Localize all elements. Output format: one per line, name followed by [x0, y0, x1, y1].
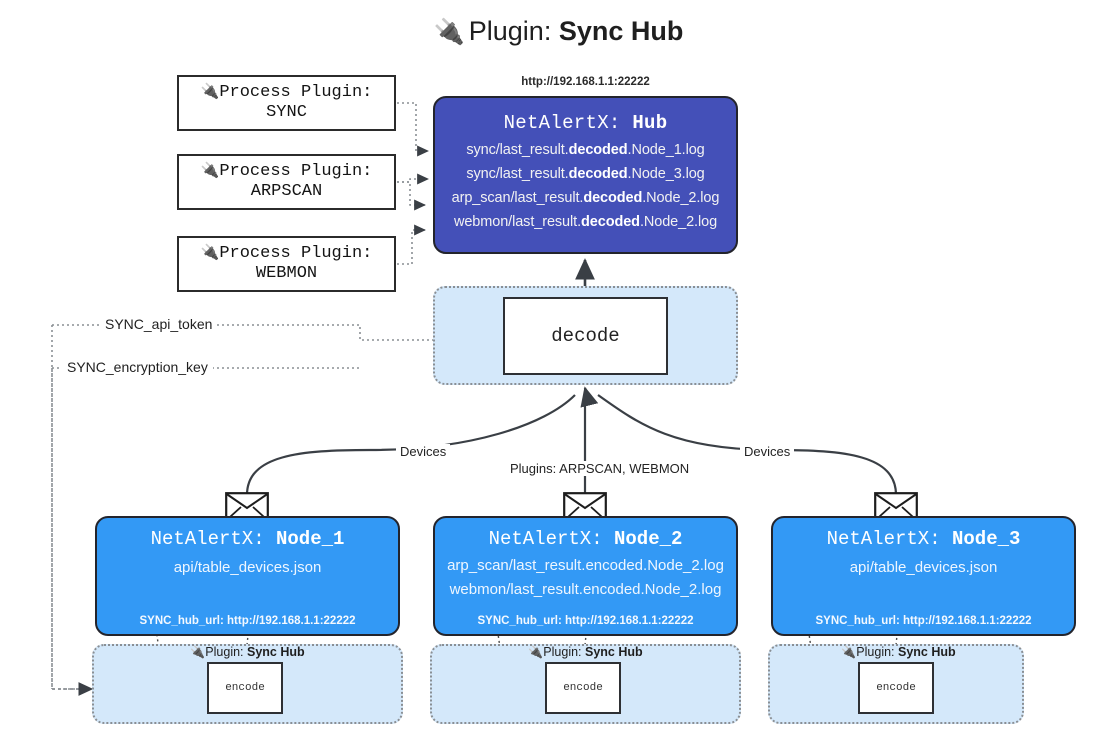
- edge-label-devices-left: Devices: [396, 444, 451, 459]
- key-label-api-token: SYNC_api_token: [100, 316, 218, 332]
- encode-plugin-label-3: 🔌Plugin: Sync Hub: [841, 645, 956, 659]
- process-plugin-sync[interactable]: 🔌Process Plugin: SYNC: [177, 75, 396, 131]
- edge-label-devices-right: Devices: [740, 444, 795, 459]
- page-title-prefix: Plugin:: [468, 16, 559, 46]
- hub-log-line: arp_scan/last_result.decoded.Node_2.log: [451, 190, 720, 206]
- hub-log-line: sync/last_result.decoded.Node_3.log: [466, 166, 705, 182]
- plug-icon: 🔌: [200, 160, 220, 179]
- encode-box-node-2[interactable]: encode: [545, 662, 621, 714]
- node-hub-url: SYNC_hub_url: http://192.168.1.1:22222: [139, 615, 356, 627]
- page-title-name: Sync Hub: [558, 16, 684, 46]
- plug-icon: 🔌: [841, 645, 857, 659]
- node-title: NetAlertX: Node_1: [150, 528, 345, 550]
- hub-log-line: webmon/last_result.decoded.Node_2.log: [453, 214, 718, 230]
- process-plugin-label: Process Plugin:: [219, 243, 373, 263]
- key-label-encryption-key: SYNC_encryption_key: [62, 359, 213, 375]
- node-title: NetAlertX: Node_3: [826, 528, 1021, 550]
- process-plugin-webmon[interactable]: 🔌Process Plugin: WEBMON: [177, 236, 396, 292]
- edge-label-plugins: Plugins: ARPSCAN, WEBMON: [506, 461, 694, 476]
- page-title: 🔌Plugin: Sync Hub: [0, 16, 1117, 47]
- node-3[interactable]: NetAlertX: Node_3 api/table_devices.json…: [771, 516, 1076, 636]
- encode-box-node-1[interactable]: encode: [207, 662, 283, 714]
- node-1[interactable]: NetAlertX: Node_1 api/table_devices.json…: [95, 516, 400, 636]
- process-plugin-value: ARPSCAN: [250, 182, 323, 201]
- hub-url-label: http://192.168.1.1:22222: [521, 76, 650, 88]
- hub-log-line: sync/last_result.decoded.Node_1.log: [466, 142, 705, 158]
- hub-title-prefix: NetAlertX:: [503, 112, 633, 134]
- plug-icon: 🔌: [200, 81, 220, 100]
- decode-box[interactable]: decode: [503, 297, 668, 375]
- encode-plugin-label-2: 🔌Plugin: Sync Hub: [528, 645, 643, 659]
- process-plugin-label: Process Plugin:: [219, 161, 373, 181]
- node-log-line: api/table_devices.json: [849, 559, 998, 576]
- node-log-line: webmon/last_result.encoded.Node_2.log: [449, 581, 722, 598]
- hub-title: NetAlertX: Hub: [435, 112, 736, 134]
- node-title: NetAlertX: Node_2: [488, 528, 683, 550]
- encode-box-node-3[interactable]: encode: [858, 662, 934, 714]
- plug-icon: 🔌: [528, 645, 544, 659]
- process-plugin-value: SYNC: [266, 103, 307, 122]
- process-plugin-value: WEBMON: [255, 264, 318, 283]
- plug-icon: 🔌: [190, 645, 206, 659]
- plug-icon: 🔌: [433, 18, 465, 46]
- node-hub-url: SYNC_hub_url: http://192.168.1.1:22222: [815, 615, 1032, 627]
- encode-plugin-label-1: 🔌Plugin: Sync Hub: [190, 645, 305, 659]
- node-log-line: api/table_devices.json: [173, 559, 322, 576]
- node-log-line: arp_scan/last_result.encoded.Node_2.log: [447, 557, 724, 574]
- node-2[interactable]: NetAlertX: Node_2 arp_scan/last_result.e…: [433, 516, 738, 636]
- plug-icon: 🔌: [200, 242, 220, 261]
- hub-title-name: Hub: [632, 112, 668, 134]
- hub-node[interactable]: NetAlertX: Hub sync/last_result.decoded.…: [433, 96, 738, 254]
- process-plugin-arpscan[interactable]: 🔌Process Plugin: ARPSCAN: [177, 154, 396, 210]
- process-plugin-label: Process Plugin:: [219, 82, 373, 102]
- node-hub-url: SYNC_hub_url: http://192.168.1.1:22222: [477, 615, 694, 627]
